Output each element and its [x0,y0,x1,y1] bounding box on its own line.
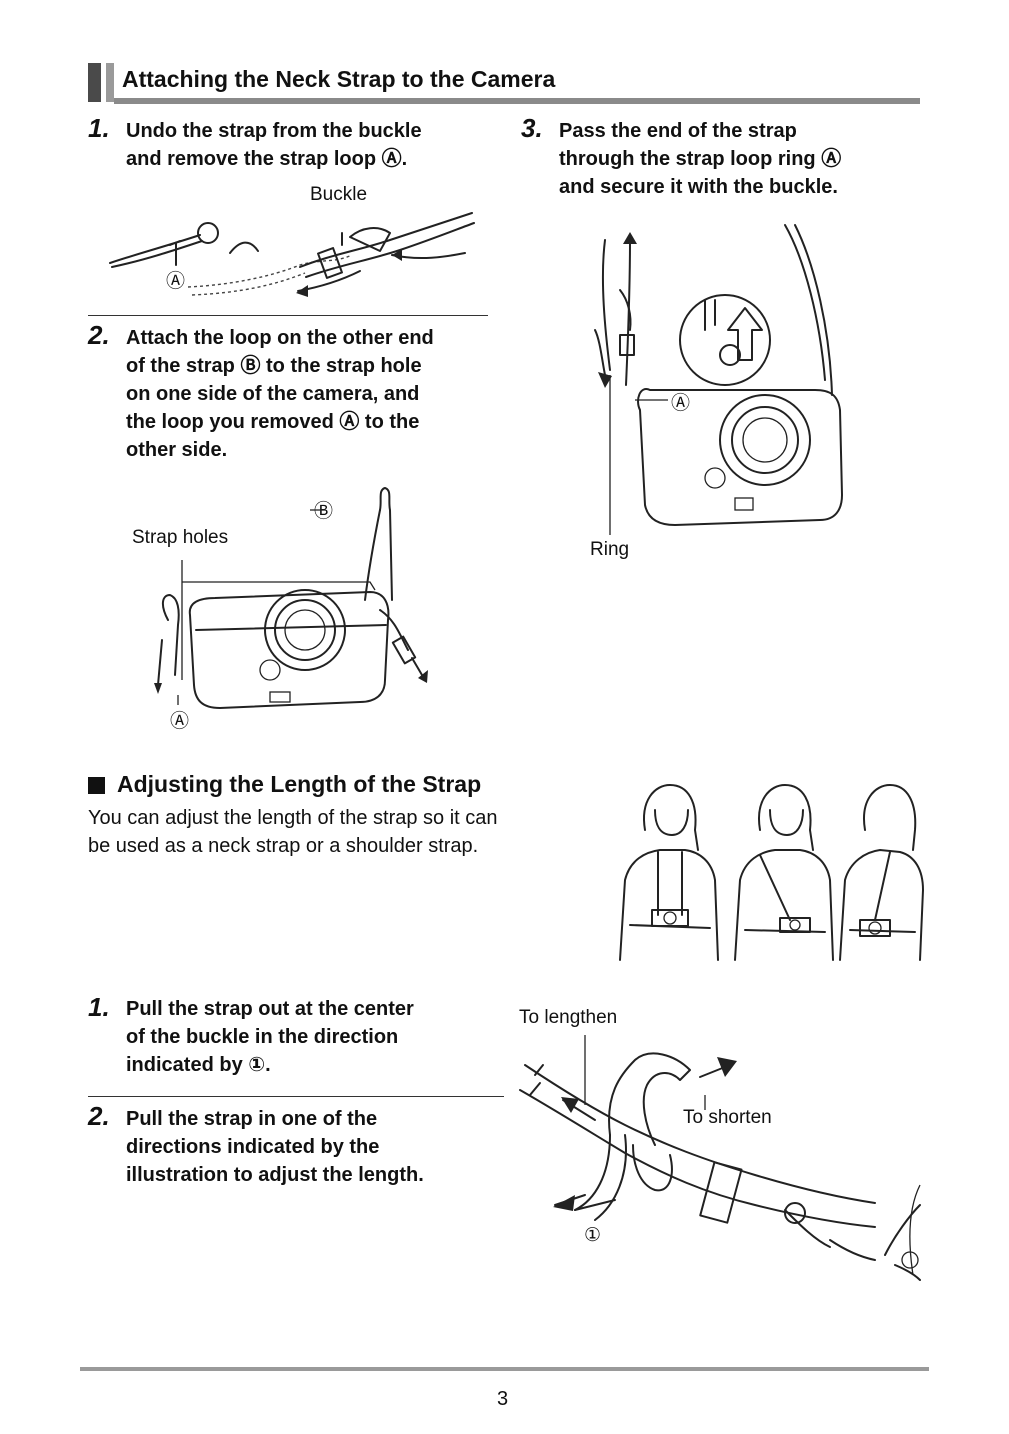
page-number: 3 [497,1388,509,1410]
subsection-body-line: be used as a neck strap or a shoulder st… [88,835,479,857]
label-a-2: Ⓐ [170,711,190,732]
step-1-line: and remove the strap loop Ⓐ. [126,148,408,170]
to-lengthen-label: To lengthen [519,1007,618,1028]
subsection-title: Adjusting the Length of the Strap [117,771,482,797]
subsection-body-line: You can adjust the length of the strap s… [88,807,498,829]
strap-wearing-illustration [619,784,924,961]
strap-holes-label: Strap holes [132,527,229,548]
adjust-step-2-line: Pull the strap in one of the [126,1108,378,1130]
step-1-text: Undo the strap from the buckle and remov… [126,117,422,173]
step-2-line: on one side of the camera, and [126,383,420,405]
ring-label: Ring [590,539,630,560]
adjust-step-2-line: illustration to adjust the length. [126,1164,424,1186]
buckle-adjust-illustration [519,1035,921,1281]
step-2-line: of the strap Ⓑ to the strap hole [126,355,422,377]
step-3-number: 3. [521,113,543,143]
footer-rule [80,1367,929,1371]
woman-shoulder-strap [734,784,834,961]
adjust-step-2-number: 2. [88,1101,110,1131]
adjust-step-2-text: Pull the strap in one of the directions … [126,1105,424,1189]
header-bar-dark [88,63,101,102]
woman-neck-strap [619,784,719,961]
header-bar-light [106,63,114,102]
adjust-step-1-number: 1. [88,992,110,1022]
label-1: ① [584,1225,602,1246]
strap-ring-illustration [594,224,843,535]
step-1-number: 1. [88,113,110,143]
step-3-line: through the strap loop ring Ⓐ [559,148,842,170]
section-title: Attaching the Neck Strap to the Camera [122,66,556,92]
divider-2 [88,1096,504,1097]
adjust-step-2-line: directions indicated by the [126,1136,380,1158]
to-shorten-label: To shorten [683,1107,772,1128]
step-2-number: 2. [88,320,110,350]
adjust-step-1-line: Pull the strap out at the center [126,998,414,1020]
adjust-step-1-line: of the buckle in the direction [126,1026,399,1048]
label-a-3: Ⓐ [671,393,691,414]
section-rule [114,98,920,104]
adjust-step-1-text: Pull the strap out at the center of the … [126,995,414,1079]
woman-side-strap [839,784,924,961]
subsection-bullet-icon [88,777,105,794]
strap-buckle-illustration [109,212,475,297]
divider-1 [88,315,488,316]
step-2-text: Attach the loop on the other end of the … [126,324,434,464]
step-3-line: and secure it with the buckle. [559,176,838,198]
camera-strap-holes-illustration [154,487,428,709]
step-2-line: the loop you removed Ⓐ to the [126,411,420,433]
step-3-line: Pass the end of the strap [559,120,797,142]
buckle-label: Buckle [310,184,368,205]
subsection-body: You can adjust the length of the strap s… [88,804,498,860]
step-2-line: other side. [126,439,228,461]
label-a-1: Ⓐ [166,271,186,292]
step-1-line: Undo the strap from the buckle [126,120,422,142]
step-3-text: Pass the end of the strap through the st… [559,117,841,201]
adjust-step-1-line: indicated by ①. [126,1054,271,1076]
step-2-line: Attach the loop on the other end [126,327,434,349]
label-b: Ⓑ [314,501,334,522]
